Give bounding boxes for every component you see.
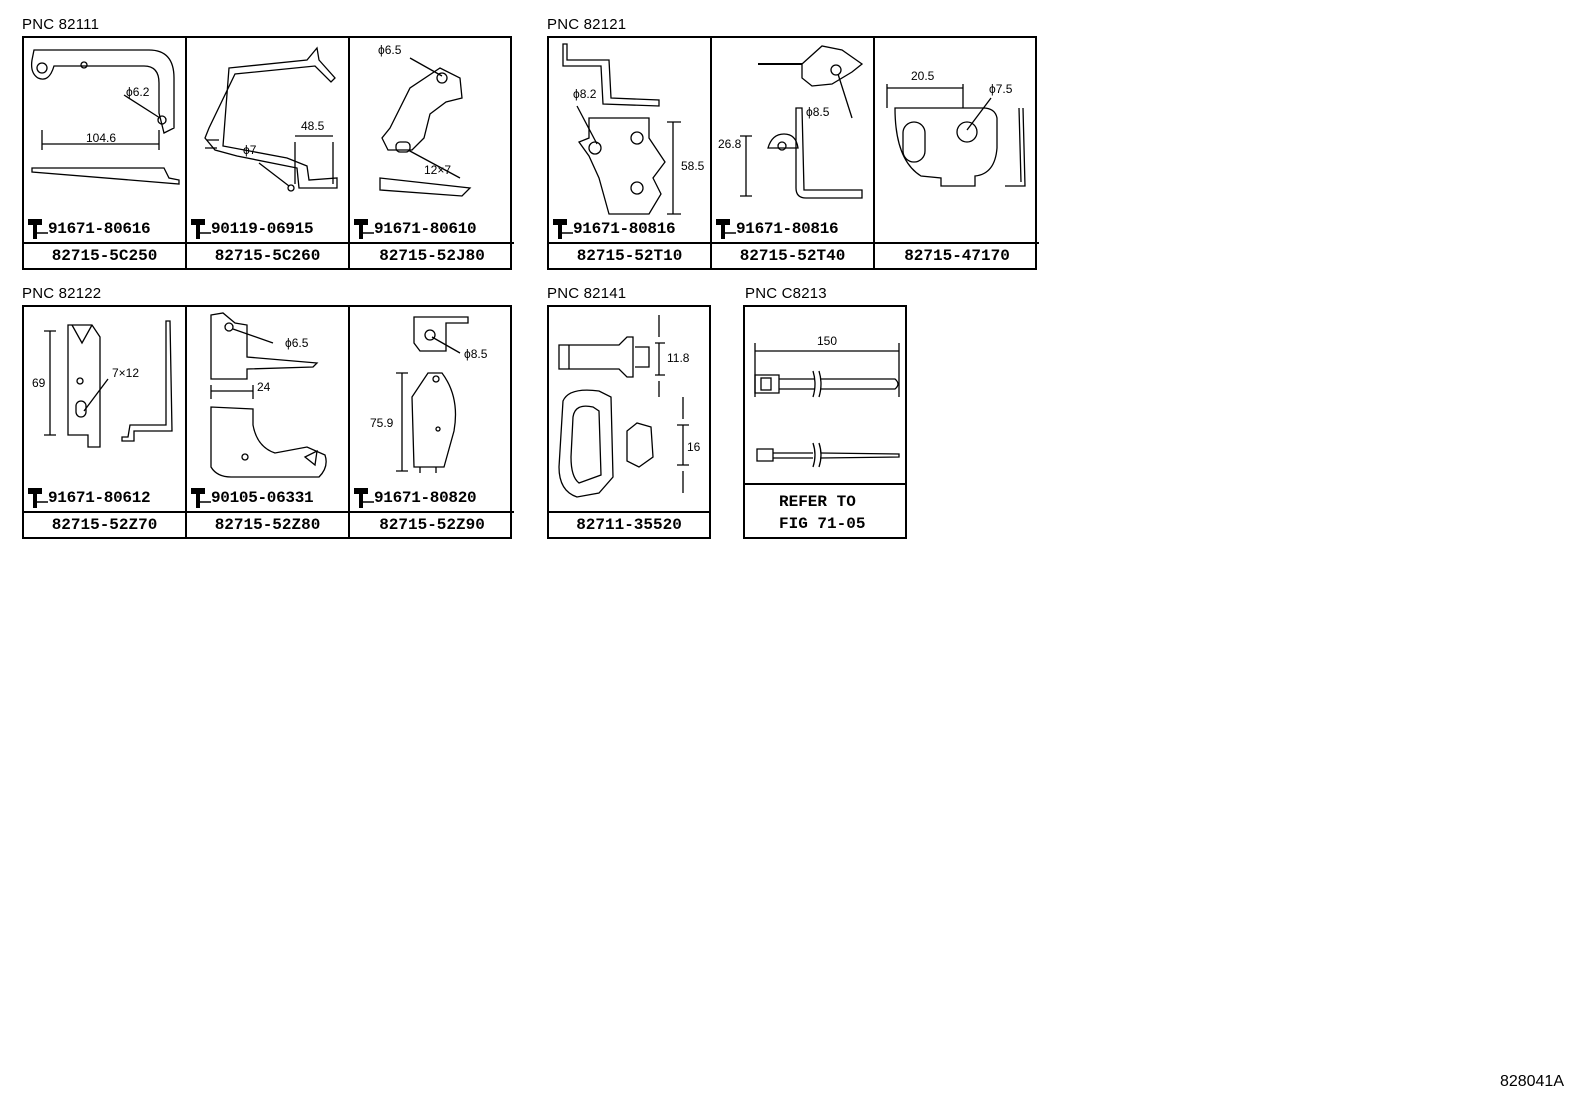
dimension-label: 12×7	[424, 163, 451, 177]
part-cell[interactable]: ϕ6.5 12×7 91671-80610 82715-52J80	[350, 38, 514, 268]
bracket-drawing: 20.5 ϕ7.5	[886, 69, 1026, 187]
bolt-part-number: 91671-80612	[48, 489, 151, 507]
dimension-label: 26.8	[718, 137, 742, 151]
bracket-drawing: ϕ6.5 12×7	[378, 43, 472, 197]
dimension-label: ϕ6.5	[378, 43, 402, 57]
bolt-icon	[716, 219, 736, 239]
dimension-label: ϕ7	[243, 143, 257, 157]
part-number: 82715-52Z70	[24, 511, 185, 537]
dimension-label: ϕ8.2	[573, 87, 597, 101]
bolt-icon	[354, 219, 374, 239]
bolt-icon	[354, 488, 374, 508]
part-cell[interactable]: ϕ8.5 75.9 91671-80820 82715-52Z90	[350, 307, 514, 537]
part-number: 82715-5C260	[187, 242, 348, 268]
bolt-part-number: 90119-06915	[211, 220, 314, 238]
bracket-drawing: 69 7×12	[32, 320, 173, 448]
parts-group: ϕ6.2 104.6 91671-80616 82715-5C250 48.5 …	[22, 36, 514, 270]
bolt-callout[interactable]: 90119-06915	[189, 218, 314, 240]
bolt-callout[interactable]: 91671-80816	[714, 218, 839, 240]
part-cell[interactable]: 11.8 16 82711-35520	[549, 307, 709, 537]
part-number: 82715-5C250	[24, 242, 185, 268]
part-number: 82715-52T10	[549, 242, 710, 268]
dimension-label: 24	[257, 380, 271, 394]
part-number: 82715-52Z80	[187, 511, 348, 537]
bolt-icon	[28, 219, 48, 239]
dimension-label: 104.6	[86, 131, 116, 145]
clip-drawing: 11.8 16	[558, 315, 701, 498]
part-cell[interactable]: 48.5 ϕ7 90119-06915 82715-5C260	[187, 38, 350, 268]
part-cell[interactable]: 69 7×12 91671-80612 82715-52Z70	[24, 307, 187, 537]
part-cell[interactable]: ϕ6.5 24 90105-06331 82715-52Z80	[187, 307, 350, 537]
parts-group: 69 7×12 91671-80612 82715-52Z70 ϕ6.5 24 …	[22, 305, 514, 539]
bolt-part-number: 90105-06331	[211, 489, 314, 507]
bracket-drawing: ϕ8.5 26.8	[718, 45, 864, 199]
part-number: 82715-52T40	[712, 242, 873, 268]
bolt-callout[interactable]: 91671-80816	[551, 218, 676, 240]
bolt-callout[interactable]: 90105-06331	[189, 487, 314, 509]
bracket-drawing: ϕ8.5 75.9	[370, 316, 488, 473]
bracket-drawing: ϕ8.2 58.5	[562, 43, 705, 215]
pnc-label: PNC 82122	[22, 285, 102, 302]
dimension-label: 20.5	[911, 69, 935, 83]
dimension-label: ϕ8.5	[806, 105, 830, 119]
dimension-label: 16	[687, 440, 701, 454]
dimension-label: 150	[817, 334, 837, 348]
bolt-part-number: 91671-80816	[736, 220, 839, 238]
bolt-part-number: 91671-80616	[48, 220, 151, 238]
bolt-part-number: 91671-80816	[573, 220, 676, 238]
bolt-part-number: 91671-80610	[374, 220, 477, 238]
bolt-callout[interactable]: 91671-80820	[352, 487, 477, 509]
pnc-label: PNC 82121	[547, 16, 627, 33]
dimension-label: 11.8	[667, 351, 690, 365]
bracket-drawing: ϕ6.2 104.6	[30, 49, 180, 185]
refer-note: REFER TO FIG 71-05	[745, 483, 905, 537]
bolt-part-number: 91671-80820	[374, 489, 477, 507]
part-number: 82711-35520	[549, 511, 709, 537]
bolt-callout[interactable]: 91671-80616	[26, 218, 151, 240]
part-cell[interactable]: 150 REFER TO FIG 71-05	[745, 307, 905, 537]
part-number: 82715-47170	[875, 242, 1039, 268]
parts-group: 150 REFER TO FIG 71-05	[743, 305, 907, 539]
part-cell[interactable]: 20.5 ϕ7.5 82715-47170	[875, 38, 1039, 268]
pnc-label: PNC 82141	[547, 285, 627, 302]
dimension-label: 69	[32, 376, 46, 390]
bracket-drawing: 48.5 ϕ7	[204, 46, 338, 192]
dimension-label: ϕ7.5	[989, 82, 1013, 96]
dimension-label: 7×12	[112, 366, 139, 380]
bracket-drawing: ϕ6.5 24	[210, 312, 327, 478]
bolt-icon	[191, 488, 211, 508]
bolt-icon	[28, 488, 48, 508]
cable-tie-drawing: 150	[754, 334, 900, 468]
dimension-label: 75.9	[370, 416, 394, 430]
dimension-label: ϕ6.5	[285, 336, 309, 350]
dimension-label: 48.5	[301, 119, 325, 133]
figure-id: 828041A	[1499, 1073, 1564, 1090]
pnc-label: PNC 82111	[22, 16, 100, 33]
parts-group: ϕ8.2 58.5 91671-80816 82715-52T10 ϕ8.5 2…	[547, 36, 1039, 270]
parts-group: 11.8 16 82711-35520	[547, 305, 711, 539]
part-cell[interactable]: ϕ6.2 104.6 91671-80616 82715-5C250	[24, 38, 187, 268]
bolt-callout[interactable]: 91671-80612	[26, 487, 151, 509]
pnc-label: PNC C8213	[745, 285, 827, 302]
dimension-label: 58.5	[681, 159, 705, 173]
dimension-label: ϕ8.5	[464, 347, 488, 361]
bolt-icon	[191, 219, 211, 239]
part-cell[interactable]: ϕ8.2 58.5 91671-80816 82715-52T10	[549, 38, 712, 268]
bolt-callout[interactable]: 91671-80610	[352, 218, 477, 240]
dimension-label: ϕ6.2	[126, 85, 150, 99]
part-number: 82715-52Z90	[350, 511, 514, 537]
part-number: 82715-52J80	[350, 242, 514, 268]
part-cell[interactable]: ϕ8.5 26.8 91671-80816 82715-52T40	[712, 38, 875, 268]
bolt-icon	[553, 219, 573, 239]
